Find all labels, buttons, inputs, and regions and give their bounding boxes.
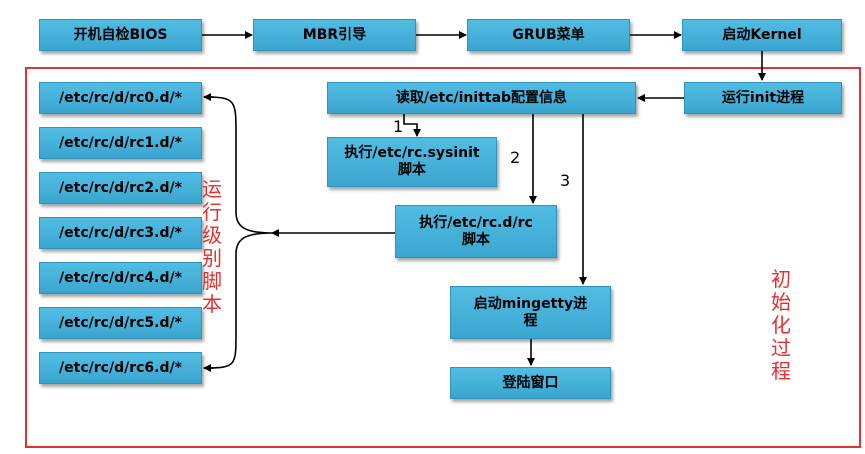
step-label-3: 3	[560, 171, 571, 190]
runlevel-brace	[203, 96, 273, 369]
exec-rc-box: 执行/etc/rc.d/rc 脚本	[395, 205, 557, 258]
runlevel-script-6: /etc/rc/d/rc6.d/*	[39, 352, 202, 384]
mbr-box: MBR引导	[253, 19, 416, 51]
arrow-step-1	[403, 114, 421, 137]
kernel-box: 启动Kernel	[682, 19, 842, 51]
runlevel-script-4: /etc/rc/d/rc4.d/*	[39, 262, 202, 294]
runlevel-scripts-label: 运行级别脚本	[202, 177, 222, 316]
runlevel-script-5: /etc/rc/d/rc5.d/*	[39, 307, 202, 339]
runlevel-script-3: /etc/rc/d/rc3.d/*	[39, 217, 202, 249]
start-mingetty-box: 启动mingetty进 程	[450, 286, 611, 339]
bios-box: 开机自检BIOS	[39, 19, 202, 51]
step-label-1: 1	[393, 117, 404, 136]
init-process-label: 初始化过程	[771, 267, 791, 383]
read-inittab-box: 读取/etc/inittab配置信息	[327, 82, 636, 114]
runlevel-script-0: /etc/rc/d/rc0.d/*	[39, 82, 202, 114]
exec-sysinit-box: 执行/etc/rc.sysinit 脚本	[327, 137, 497, 187]
runlevel-script-1: /etc/rc/d/rc1.d/*	[39, 127, 202, 159]
login-window-box: 登陆窗口	[450, 367, 611, 399]
grub-box: GRUB菜单	[467, 19, 630, 51]
run-init-box: 运行init进程	[684, 82, 842, 114]
runlevel-script-2: /etc/rc/d/rc2.d/*	[39, 172, 202, 204]
step-label-2: 2	[510, 148, 521, 167]
init-process-frame	[25, 67, 861, 448]
